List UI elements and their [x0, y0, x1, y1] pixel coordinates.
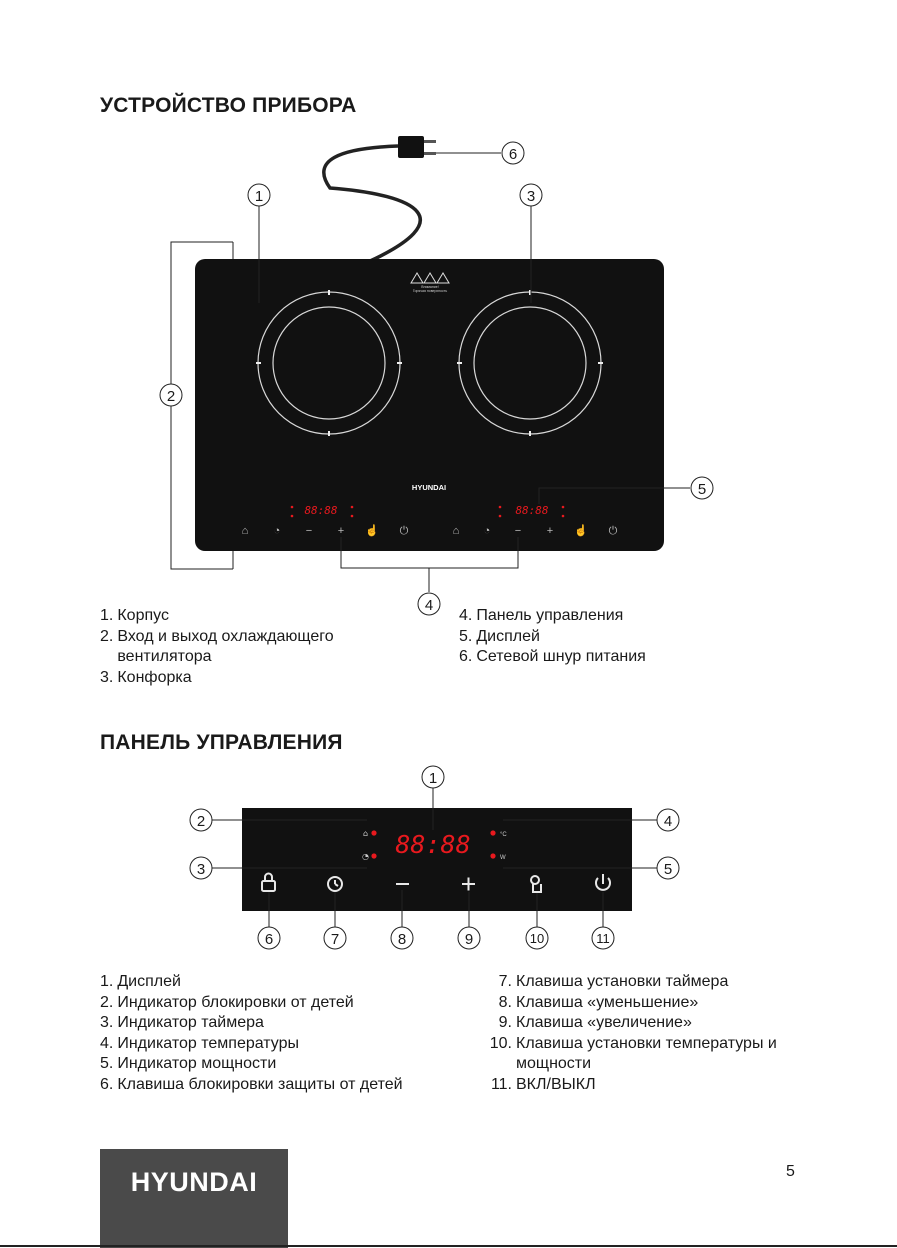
callout-2: 2: [167, 388, 175, 405]
legend-item: 4.Индикатор температуры: [100, 1034, 300, 1052]
panel-callout-10: 10: [530, 931, 544, 946]
panel-callout-9: 9: [465, 931, 473, 948]
panel-callout-1: 1: [429, 770, 437, 787]
child-lock-button-icon: [261, 872, 276, 892]
svg-text:⌂: ⌂: [363, 829, 368, 838]
panel-callout-2: 2: [197, 813, 205, 830]
legend-item: 3.Конфорка: [100, 668, 192, 686]
legend-item: 7.Клавиша установки таймера: [498, 973, 729, 990]
legend-item: 6.Клавиша блокировки защиты от детей: [100, 1075, 403, 1093]
panel-section-title: ПАНЕЛЬ УПРАВЛЕНИЯ: [100, 731, 343, 754]
legend-item: 1.Корпус: [100, 607, 169, 624]
page-number: 5: [786, 1163, 795, 1180]
svg-text:−: −: [515, 525, 521, 537]
device-legend-right: 4.Панель управления 5.Дисплей 6.Сетевой …: [459, 606, 646, 668]
legend-item: 3.Индикатор таймера: [100, 1014, 264, 1031]
increase-button-icon: [462, 877, 475, 891]
callout-1: 1: [255, 188, 263, 205]
footer-brand: HYUNDAI: [130, 1167, 258, 1197]
svg-text:◔: ◔: [362, 852, 369, 861]
svg-text:+: +: [338, 525, 344, 537]
panel-callout-5: 5: [664, 861, 672, 878]
device-legend-left: 1.Корпус 2.Вход и выход охлаждающего вен…: [100, 606, 390, 688]
svg-text:+: +: [547, 525, 553, 537]
legend-item: 8.Клавиша «уменьшение»: [498, 993, 699, 1011]
svg-text:◔: ◔: [274, 525, 281, 537]
touch-button-icon: [530, 875, 542, 893]
power-cord: [322, 144, 422, 264]
callout-circle-2: [159, 383, 183, 407]
svg-text:−: −: [306, 525, 312, 537]
legend-item: 11.ВКЛ/ВЫКЛ: [490, 1075, 596, 1093]
legend-item: 5.Дисплей: [459, 627, 540, 645]
svg-text:☝: ☝: [574, 523, 588, 537]
warning-icons: [410, 272, 450, 284]
hob-brand: HYUNDAI: [412, 483, 446, 492]
callout-circle-6: [501, 141, 525, 165]
panel-callout-3: 3: [197, 861, 205, 878]
device-section-title: УСТРОЙСТВО ПРИБОРА: [100, 94, 357, 117]
bottom-rule: [0, 1245, 897, 1247]
left-display: 88:88: [304, 504, 337, 517]
right-display: 88:88: [515, 504, 548, 517]
left-burner: [256, 290, 402, 436]
svg-text:⏻: ⏻: [609, 525, 618, 537]
control-panel-body: [242, 808, 632, 911]
warning-line-2: Горячая поверхность: [413, 289, 448, 293]
legend-item: 9.Клавиша «увеличение»: [498, 1014, 692, 1031]
callout-circle-5: [690, 476, 714, 500]
warning-line-1: Внимание!: [421, 285, 438, 289]
right-burner: [457, 290, 603, 436]
callout-circle-1: [247, 183, 271, 207]
legend-item: 4.Панель управления: [459, 607, 624, 624]
panel-legend-right: 7.Клавиша установки таймера 8.Клавиша «у…: [484, 972, 784, 1095]
power-button-icon: [595, 874, 611, 891]
panel-callout-6: 6: [265, 931, 273, 948]
callout-circle-3: [519, 183, 543, 207]
panel-callout-11: 11: [596, 931, 610, 946]
panel-callout-8: 8: [398, 931, 406, 948]
power-unit: W: [500, 855, 506, 861]
legend-item: 6.Сетевой шнур питания: [459, 648, 646, 665]
panel-legend-left: 1.Дисплей 2.Индикатор блокировки от дете…: [100, 972, 403, 1095]
plug-icon: [398, 136, 436, 158]
panel-display: 88:88: [395, 830, 470, 859]
callout-5: 5: [698, 481, 706, 498]
panel-callout-7: 7: [331, 931, 339, 948]
callout-3: 3: [527, 188, 535, 205]
left-control-panel: ⌂ ◔ − + ☝ ⏻: [242, 505, 409, 537]
svg-text:◔: ◔: [484, 525, 491, 537]
svg-text:☝: ☝: [365, 523, 379, 537]
legend-item: 2.Вход и выход охлаждающего вентилятора: [100, 627, 334, 666]
legend-item: 10.Клавиша установки температуры и мощно…: [489, 1034, 777, 1073]
hob-body: [195, 259, 664, 551]
callout-6: 6: [509, 146, 517, 163]
timer-button-icon: [327, 876, 343, 892]
panel-callout-4: 4: [664, 813, 672, 830]
legend-item: 2.Индикатор блокировки от детей: [100, 993, 354, 1011]
footer-logo: HYUNDAI: [100, 1149, 288, 1248]
svg-text:⏻: ⏻: [400, 525, 409, 537]
callout-circle-4: [417, 592, 441, 616]
legend-item: 5.Индикатор мощности: [100, 1055, 277, 1072]
svg-text:⌂: ⌂: [242, 525, 249, 537]
panel-buttons: [261, 872, 611, 893]
panel-indicators: ⌂ ◔: [362, 829, 496, 861]
callout-4: 4: [425, 597, 433, 614]
temp-unit: °C: [500, 832, 507, 838]
legend-item: 1.Дисплей: [100, 973, 181, 990]
right-control-panel: ⌂ ◔ − + ☝ ⏻: [453, 505, 618, 537]
svg-text:⌂: ⌂: [453, 525, 460, 537]
